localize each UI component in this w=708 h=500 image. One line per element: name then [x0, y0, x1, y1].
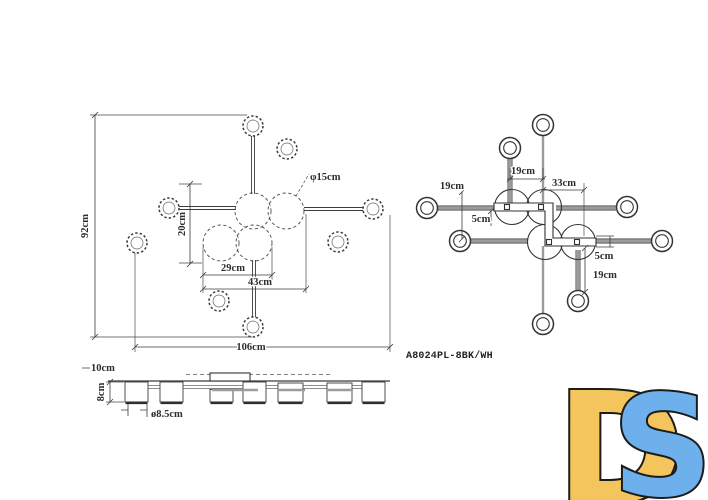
dim-total-width-label: 106cm — [236, 342, 265, 353]
top-view-drawing: 92cm 106cm 20cm 29cm 43cm φ15cm — [79, 111, 394, 354]
center-connector-bar — [493, 202, 597, 247]
side-view-dimensions — [82, 367, 148, 417]
shade-boxes — [124, 381, 386, 405]
dim-base-diameter-label: ø8.5cm — [151, 409, 183, 420]
outer-shades — [126, 115, 384, 338]
dim-shade-height-label: 8cm — [96, 382, 107, 401]
dim-offset-left-label: 5cm — [472, 214, 491, 225]
brand-logo: D S — [554, 357, 708, 500]
side-view-drawing: 10cm 8cm ø8.5cm — [82, 362, 390, 421]
dim-top-span-label: 33cm — [552, 178, 576, 189]
dim-center-drop-label: 20cm — [177, 212, 188, 236]
dim-outer-width-label: 43cm — [248, 277, 272, 288]
dim-arm-left-label: 19cm — [440, 181, 464, 192]
frame-dimension-drawing: 19cm 33cm 19cm 5cm 5cm 19cm — [415, 113, 674, 336]
shade-diameter-label: φ15cm — [310, 172, 341, 183]
logo-letter-s: S — [612, 366, 708, 500]
canopy — [209, 372, 251, 382]
top-view-dimensions — [90, 111, 394, 352]
dim-arm-top-label: 19cm — [511, 166, 535, 177]
dim-inner-width-label: 29cm — [221, 263, 245, 274]
dim-overall-height-label: 10cm — [91, 363, 115, 374]
logo-letter-d: D — [556, 359, 685, 500]
product-code-text: A8024PL-8BK/WH — [406, 350, 493, 362]
connector-nodes — [503, 203, 581, 246]
lamp-arms — [179, 136, 363, 317]
dim-total-height-label: 92cm — [80, 214, 91, 238]
dim-offset-right-label: 5cm — [595, 251, 614, 262]
ring-shades — [415, 113, 674, 336]
frame-view-dimensions — [458, 168, 614, 296]
center-shade-cluster — [202, 192, 305, 262]
dim-arm-bottom-label: 19cm — [593, 270, 617, 281]
